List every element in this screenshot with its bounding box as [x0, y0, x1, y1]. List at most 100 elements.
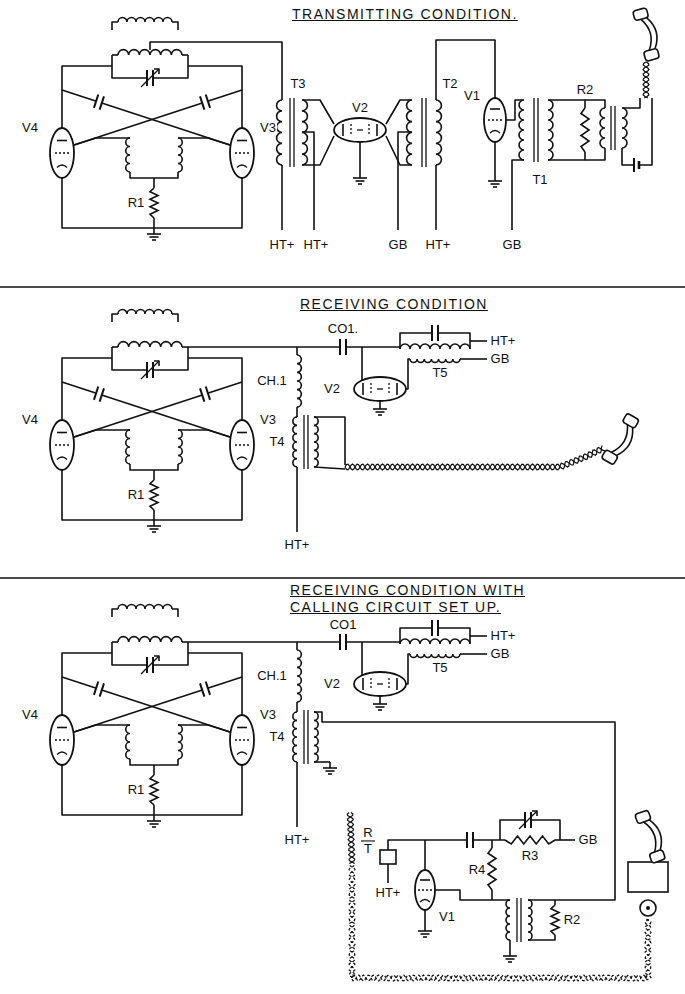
ground-symbol	[150, 823, 159, 825]
capacitor-symbol	[152, 362, 154, 378]
coil-symbol	[400, 344, 470, 349]
ground-symbol	[378, 414, 382, 416]
resistor-symbol	[150, 775, 158, 805]
bias-label: GB	[502, 238, 523, 252]
wire	[435, 165, 437, 230]
valve-symbol	[230, 715, 254, 765]
transformer-core	[307, 415, 308, 469]
telephone-dial	[640, 900, 656, 916]
coil-symbol	[410, 359, 460, 363]
resistor-label: R3	[521, 849, 540, 863]
wire	[74, 382, 242, 437]
wire	[388, 840, 505, 850]
valve-symbol	[230, 128, 254, 178]
ground-symbol	[147, 525, 161, 527]
valve-label: V3	[259, 708, 277, 722]
valve-grid	[370, 678, 371, 690]
wire	[112, 22, 118, 30]
ground-symbol	[376, 411, 385, 413]
valve-label: V2	[323, 382, 341, 396]
wire	[74, 90, 242, 145]
capacitor-symbol	[431, 620, 433, 636]
wire	[302, 136, 334, 165]
capacitor-symbol	[146, 362, 148, 378]
relay-label: T	[363, 842, 373, 856]
wire	[491, 890, 493, 900]
valve-label: V2	[351, 101, 369, 115]
capacitor-symbol	[206, 682, 210, 695]
ground-symbol	[150, 528, 159, 530]
valve-grid	[235, 152, 249, 153]
wire	[460, 653, 487, 655]
valve-grid	[388, 678, 389, 690]
valve-symbol	[50, 128, 74, 178]
wire	[182, 346, 188, 348]
capacitor-symbol	[200, 388, 204, 401]
ground-symbol	[421, 933, 430, 935]
ground-symbol	[153, 815, 155, 821]
coil-symbol	[548, 100, 553, 160]
valve-grid	[235, 444, 249, 445]
resistor-symbol	[488, 848, 496, 890]
ground-symbol	[488, 180, 502, 182]
valve-plate	[396, 678, 398, 690]
coil-symbol	[436, 100, 441, 165]
ground-symbol	[150, 236, 159, 238]
variable-arrow	[141, 361, 159, 379]
valve-cathode	[237, 457, 247, 460]
wire	[74, 725, 130, 732]
wire	[62, 178, 242, 228]
ground-symbol	[323, 767, 337, 769]
capacitor-symbol	[206, 387, 210, 400]
transformer-core	[303, 415, 304, 469]
resistor-symbol	[150, 480, 158, 510]
capacitor-symbol	[100, 388, 104, 401]
coil-symbol	[277, 100, 282, 165]
coil-symbol	[410, 654, 460, 658]
wire	[296, 407, 298, 417]
valve-plate	[396, 383, 398, 395]
bias-label: GB	[388, 238, 409, 252]
coil-symbol	[297, 650, 301, 702]
valve-grid	[235, 739, 249, 740]
capacitor-label: CO1.	[327, 322, 359, 336]
ground-symbol	[152, 531, 156, 533]
panel-divider	[0, 286, 685, 287]
capacitor-symbol	[472, 832, 474, 848]
ground-symbol	[503, 955, 517, 957]
capacitor-symbol	[146, 657, 148, 673]
coil-symbol	[178, 430, 182, 464]
capacitor-symbol	[100, 96, 104, 109]
wire	[314, 467, 345, 469]
wire	[622, 98, 640, 108]
telephone-handset	[635, 809, 669, 864]
valve-plate	[57, 432, 67, 434]
ground-symbol	[508, 961, 512, 963]
coil-symbol	[126, 430, 130, 464]
wire	[62, 90, 230, 145]
wire	[494, 142, 496, 175]
wire	[359, 142, 361, 172]
capacitor-symbol	[437, 620, 439, 636]
valve-cathode	[57, 457, 67, 460]
wire	[172, 22, 178, 30]
coil-symbol	[126, 725, 130, 759]
transformer-core	[610, 106, 611, 150]
wire	[296, 467, 298, 532]
twisted-cord	[347, 813, 355, 862]
wire	[400, 628, 470, 644]
twisted-cord	[643, 62, 649, 98]
transformer-core	[307, 710, 308, 764]
capacitor-symbol	[94, 387, 98, 400]
wire	[153, 510, 155, 520]
wire	[172, 314, 178, 322]
wire	[153, 470, 155, 480]
ground-symbol	[379, 698, 381, 704]
coil-symbol	[528, 900, 532, 940]
valve-cathode	[57, 752, 67, 755]
twisted-cord	[345, 445, 602, 470]
coil-symbol	[293, 712, 297, 762]
wire	[188, 346, 400, 348]
resistor-symbol	[505, 836, 555, 844]
